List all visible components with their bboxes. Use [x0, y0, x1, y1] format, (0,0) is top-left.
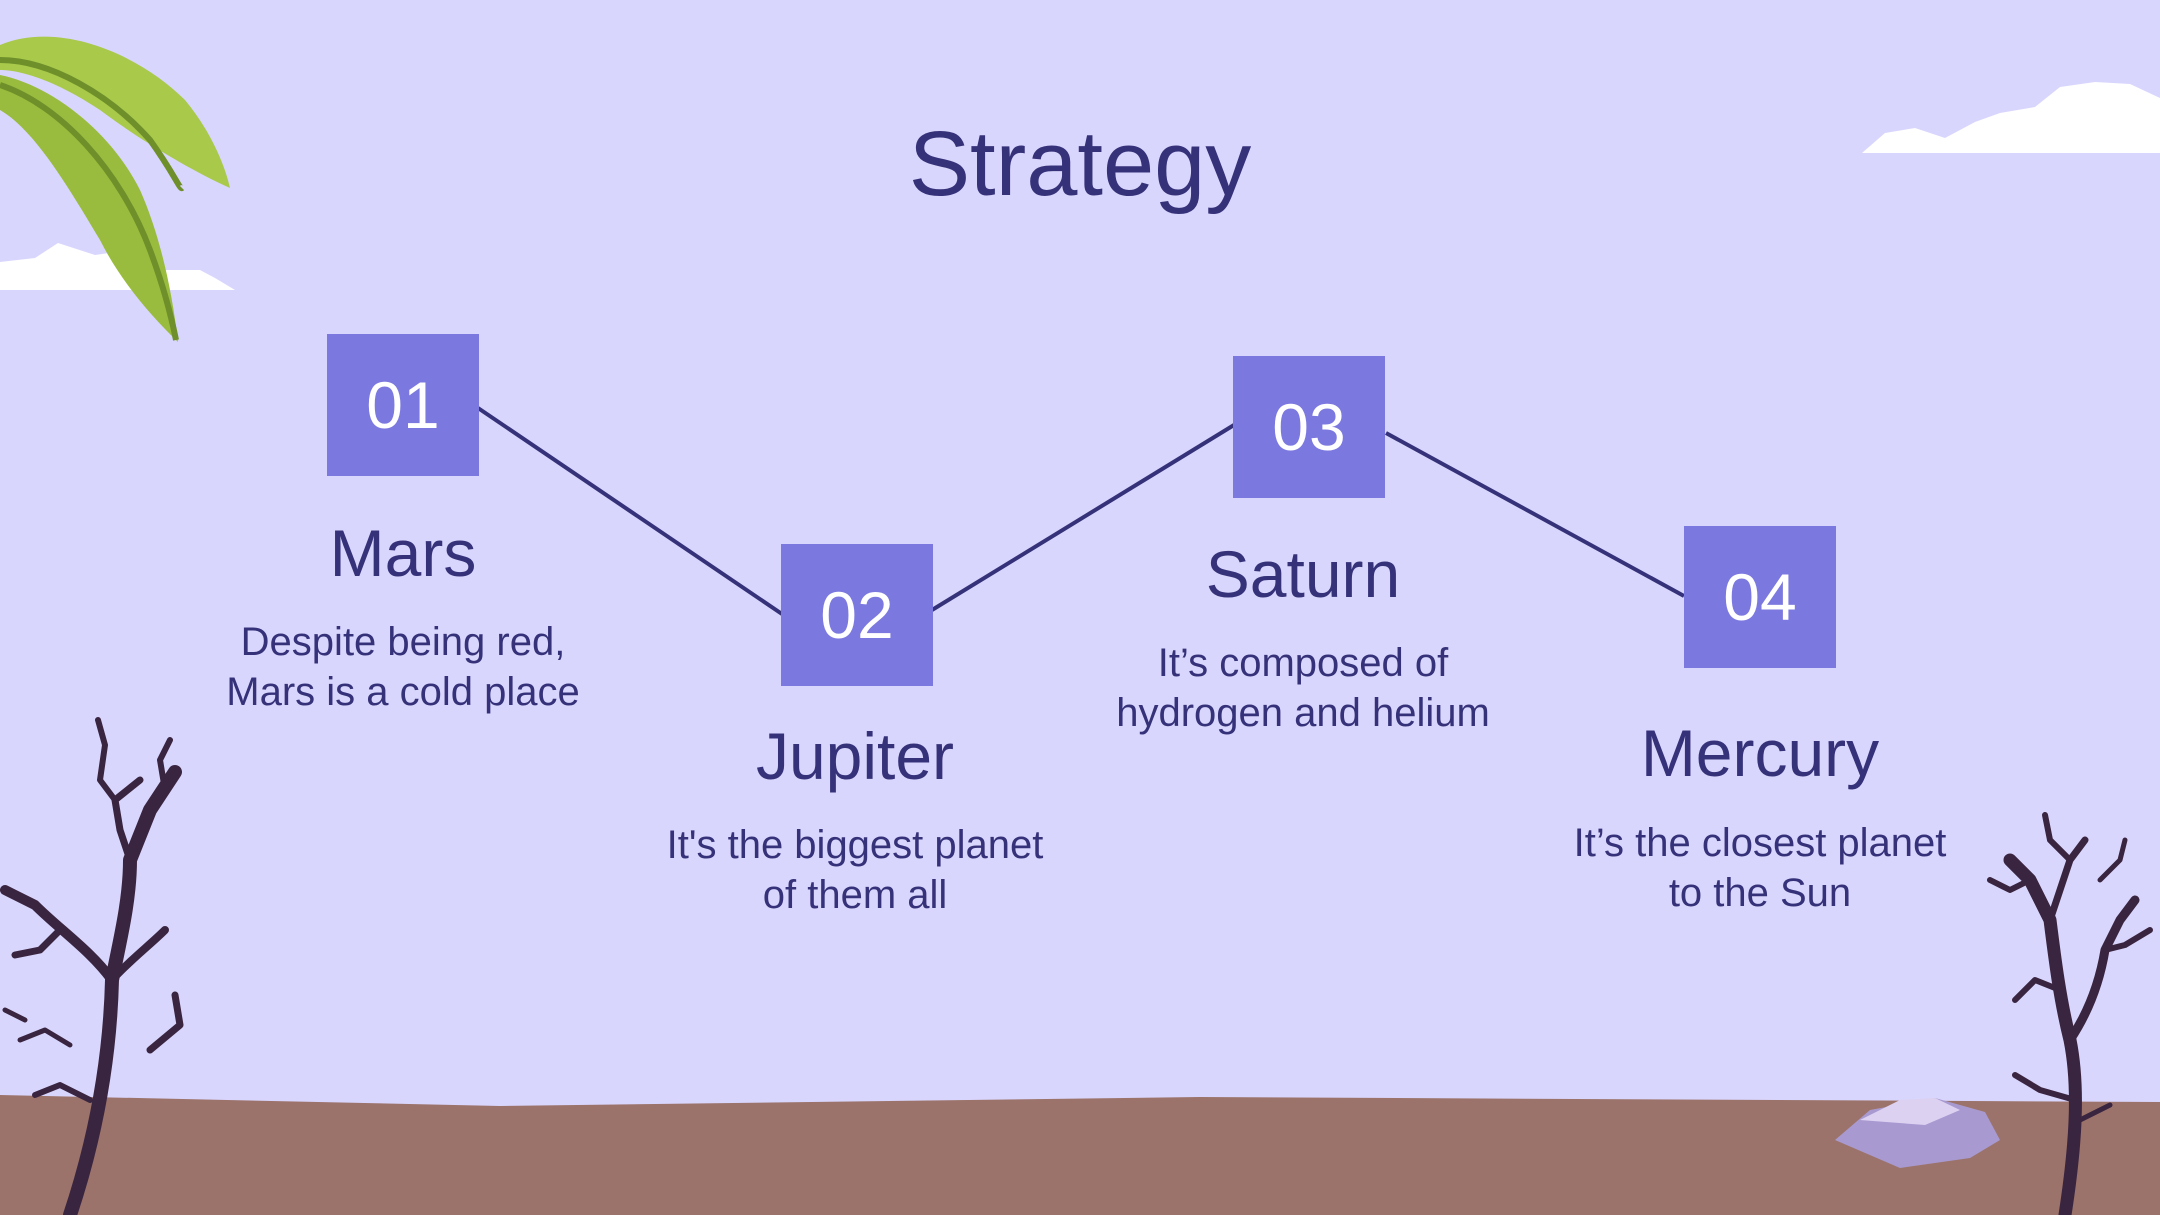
step-description-line: Despite being red, — [240, 620, 566, 664]
step-description-line: hydrogen and helium — [1116, 691, 1490, 735]
rock-icon — [1835, 1098, 2000, 1168]
connector-02-03 — [930, 423, 1236, 612]
connector-01-02 — [476, 406, 784, 616]
step-description: It's the biggest planet of them all — [595, 820, 1115, 920]
step-description-line: It’s the closest planet — [1573, 821, 1947, 865]
step-description-line: It’s composed of — [1157, 641, 1449, 685]
step-description-line: to the Sun — [1668, 871, 1852, 915]
step-title: Mercury — [1640, 716, 1880, 790]
step-title: Saturn — [1205, 537, 1401, 611]
step-number-box: 02 — [781, 544, 933, 686]
palm-leaf-icon — [0, 36, 230, 342]
connector-03-04 — [1385, 431, 1685, 598]
step-description: It’s composed of hydrogen and helium — [1043, 638, 1563, 738]
cloud-right — [1862, 82, 2160, 153]
step-number-box: 04 — [1684, 526, 1836, 668]
bare-tree-icon-right — [1987, 812, 2153, 1215]
step-description-line: Mars is a cold place — [226, 670, 580, 714]
step-description: It’s the closest planet to the Sun — [1500, 818, 2020, 918]
step-description-line: of them all — [762, 873, 948, 917]
bare-tree-icon — [0, 717, 184, 1215]
step-title: Mars — [329, 516, 477, 590]
step-description: Despite being red, Mars is a cold place — [143, 617, 663, 717]
step-number-box: 03 — [1233, 356, 1385, 498]
step-number-box: 01 — [327, 334, 479, 476]
step-description-line: It's the biggest planet — [666, 823, 1044, 867]
step-title: Jupiter — [755, 719, 955, 793]
ground — [0, 1095, 2160, 1215]
page-title: Strategy — [908, 113, 1252, 215]
